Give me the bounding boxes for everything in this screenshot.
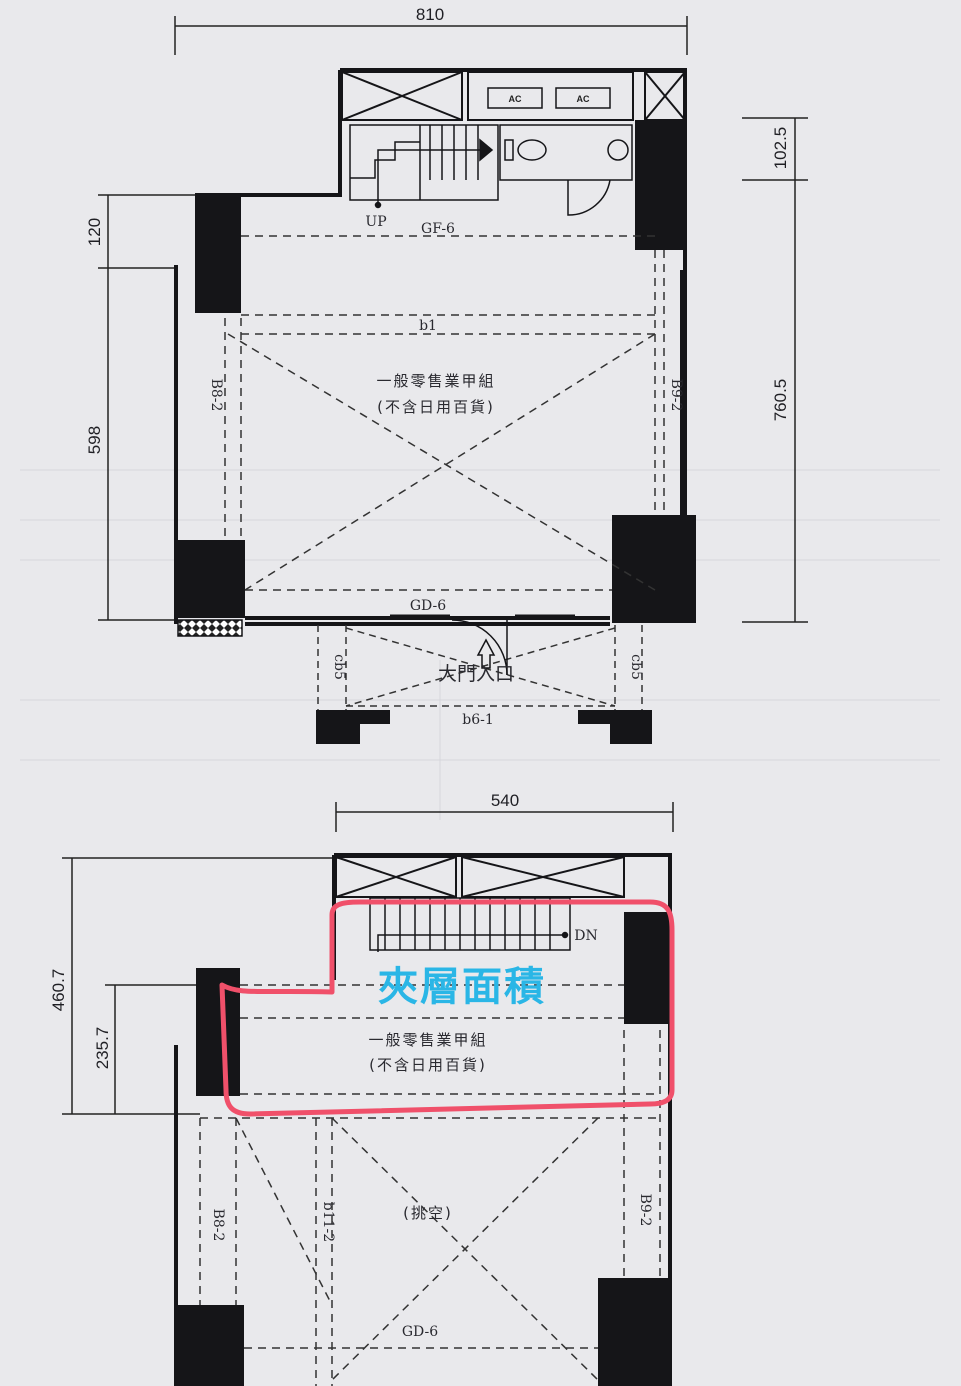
dashed-beams (224, 235, 665, 591)
dimension-top-540 (335, 802, 674, 832)
beam-label: B8-2 (208, 379, 224, 412)
structural-columns (176, 912, 670, 1386)
entrance-area (317, 625, 643, 710)
space-use-sublabel: (不含日用百貨) (377, 398, 495, 416)
beam-label: b6-1 (462, 712, 494, 728)
service-strip (335, 856, 625, 898)
mezzanine-highlight-outline (219, 899, 675, 1117)
hatched-threshold (177, 619, 243, 637)
stair-down-label: DN (574, 928, 597, 944)
beam-label: B9-2 (668, 379, 684, 412)
beam-label: GD-6 (402, 1324, 438, 1340)
dimension-left (98, 194, 195, 621)
entrance-door (451, 619, 508, 676)
dimension-label: 760.5 (771, 379, 790, 422)
beam-label: GD-6 (410, 598, 446, 614)
entrance-label: 大門入口 (438, 663, 514, 685)
dimension-label: 810 (416, 5, 444, 24)
ac-unit-label: AC (509, 94, 522, 104)
dashed-beams (199, 984, 661, 1386)
beam-label: B8-2 (210, 1209, 226, 1242)
entrance-columns (316, 710, 652, 744)
dimension-label: 540 (491, 791, 519, 810)
space-use-label: 一般零售業甲組 (368, 1031, 487, 1049)
beam-label: b1 (419, 318, 437, 334)
background-ghosting (20, 469, 940, 820)
space-use-label: 一般零售業甲組 (376, 372, 495, 390)
stair-up-label: UP (365, 214, 386, 230)
toilet-room (499, 124, 633, 216)
ac-unit-label: AC (577, 94, 590, 104)
dimension-label: 120 (85, 218, 104, 246)
structural-columns (175, 120, 696, 623)
stairs (369, 897, 571, 952)
dimension-label: 598 (85, 426, 104, 454)
column-label: cb5 (331, 654, 347, 680)
dimension-left (62, 857, 340, 1115)
dimension-label: 460.7 (49, 969, 68, 1012)
beam-label: b11-2 (320, 1202, 336, 1242)
upper-floor-plan: 810 102.5 760.5 120 598 (85, 5, 808, 744)
dimension-right (742, 117, 808, 623)
beam-label: B9-2 (637, 1194, 653, 1227)
mezzanine-area-label: 夾層面積 (378, 964, 546, 1010)
mezzanine-floor-plan: 540 460.7 235.7 (49, 791, 675, 1386)
dimension-label: 235.7 (93, 1027, 112, 1070)
beam-label: GF-6 (421, 221, 455, 237)
void-label: (挑空) (403, 1204, 453, 1222)
dimension-top-810 (174, 16, 688, 55)
dimension-label: 102.5 (771, 127, 790, 170)
walls (174, 68, 687, 626)
stairs (349, 124, 499, 209)
space-use-sublabel: (不含日用百貨) (369, 1056, 487, 1074)
column-label: cb5 (628, 654, 644, 680)
